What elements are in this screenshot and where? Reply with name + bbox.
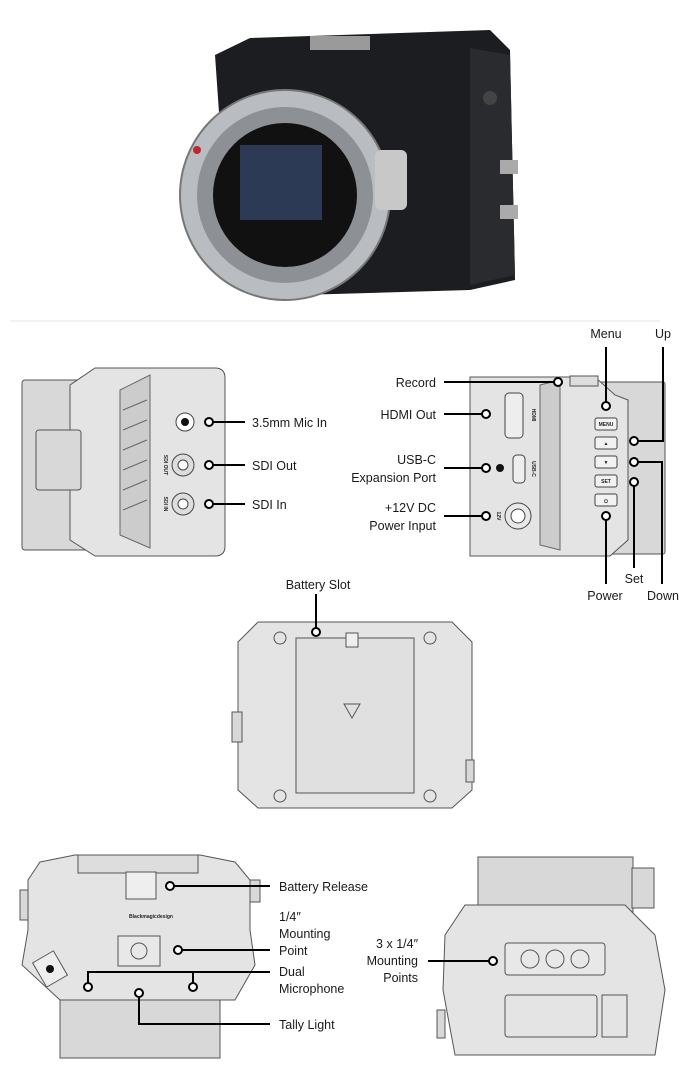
camera-photo bbox=[179, 30, 518, 301]
callout-battery-slot bbox=[311, 594, 321, 637]
callouts-top bbox=[83, 881, 270, 1025]
label-tally-light: Tally Light bbox=[279, 1018, 335, 1032]
label-sdi-in: SDI In bbox=[252, 498, 287, 512]
label-mount-line3: Point bbox=[279, 944, 308, 958]
label-mic-line1: Dual bbox=[279, 965, 305, 979]
label-mounts-line3: Points bbox=[383, 971, 418, 985]
label-sdi-out: SDI Out bbox=[252, 459, 297, 473]
label-mounts-line2: Mounting bbox=[367, 954, 418, 968]
engraved-12v: 12V bbox=[495, 512, 501, 522]
label-hdmi-out: HDMI Out bbox=[380, 408, 436, 422]
label-set: Set bbox=[625, 572, 644, 586]
set-button[interactable] bbox=[594, 474, 618, 488]
label-battery-release: Battery Release bbox=[279, 880, 368, 894]
label-battery-slot: Battery Slot bbox=[286, 578, 351, 592]
bottom-view bbox=[436, 856, 666, 1056]
callouts-right bbox=[444, 347, 664, 584]
callout-sdi-in bbox=[204, 499, 245, 509]
brand-logo: Blackmagicdesign bbox=[129, 914, 173, 920]
label-down: Down bbox=[647, 589, 679, 603]
label-usbc-line1: USB-C bbox=[397, 453, 436, 467]
power-button[interactable] bbox=[594, 493, 618, 507]
label-menu: Menu bbox=[590, 327, 621, 341]
power-button-label: ⏻ bbox=[604, 499, 608, 505]
label-record: Record bbox=[396, 376, 436, 390]
engraved-sdi-in: SDI IN bbox=[162, 497, 168, 512]
callout-sdi-out bbox=[204, 460, 245, 470]
down-button[interactable] bbox=[594, 455, 618, 469]
set-button-label: SET bbox=[601, 479, 611, 485]
callout-mic-in bbox=[204, 417, 245, 427]
rear-view bbox=[231, 621, 475, 809]
label-mount-line1: 1/4″ bbox=[279, 910, 301, 924]
callout-mounting-points bbox=[428, 956, 498, 966]
label-up: Up bbox=[655, 327, 671, 341]
menu-button[interactable] bbox=[594, 417, 618, 431]
label-power: Power bbox=[587, 589, 622, 603]
label-usbc-line2: Expansion Port bbox=[351, 471, 436, 485]
camera-buttons: MENU ▲ ▼ SET ⏻ bbox=[594, 417, 618, 507]
label-mic-line2: Microphone bbox=[279, 982, 344, 996]
label-mounts-line1: 3 x 1/4″ bbox=[376, 937, 419, 951]
top-view: Blackmagicdesign bbox=[19, 854, 261, 1059]
left-side-view: SDI OUT SDI IN bbox=[21, 367, 226, 557]
engraved-hdmi: HDMI bbox=[530, 409, 536, 422]
up-button[interactable] bbox=[594, 436, 618, 450]
up-button-label: ▲ bbox=[604, 441, 609, 447]
label-mic-in: 3.5mm Mic In bbox=[252, 416, 327, 430]
label-power-in-line1: +12V DC bbox=[385, 501, 436, 515]
menu-button-label: MENU bbox=[599, 422, 614, 428]
engraved-usbc: USB-C bbox=[530, 461, 536, 477]
engraved-sdi-out: SDI OUT bbox=[162, 455, 168, 475]
down-button-label: ▼ bbox=[604, 460, 609, 466]
label-power-in-line2: Power Input bbox=[369, 519, 436, 533]
label-mount-line2: Mounting bbox=[279, 927, 330, 941]
